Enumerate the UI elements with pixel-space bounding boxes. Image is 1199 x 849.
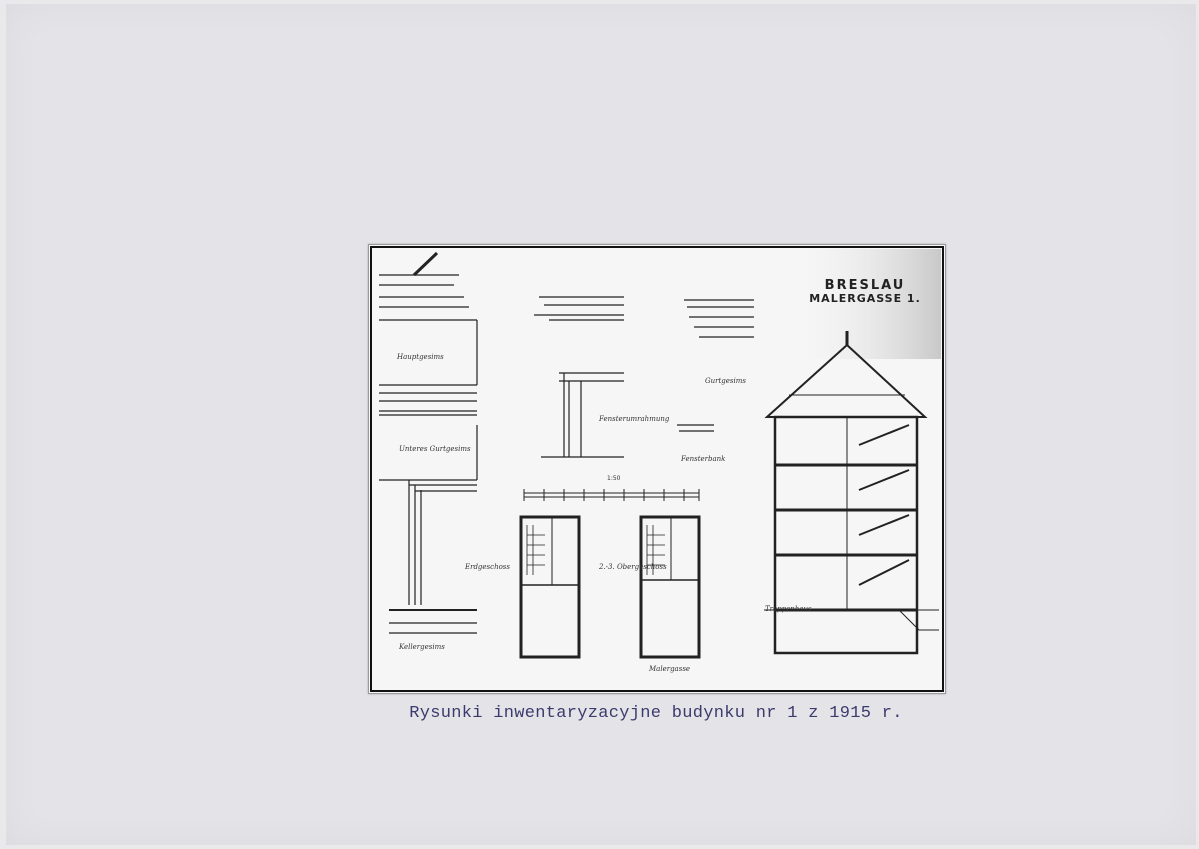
photo-caption: Rysunki inwentaryzacyjne budynku nr 1 z … (409, 704, 903, 723)
building-section (764, 331, 939, 655)
label-upper-floor: 2.-3. Obergeschoss (599, 563, 667, 571)
drawing-linework (370, 246, 944, 692)
cornice-details (379, 251, 478, 634)
label-ground-floor: Erdgeschoss (465, 563, 510, 571)
photo-mount-board: BRESLAU MALERGASSE 1. 1:50 Hauptgesims U… (6, 4, 1196, 845)
label-gurt: Gurtgesims (705, 377, 746, 385)
profile-details (534, 296, 754, 458)
sheet-title: BRESLAU MALERGASSE 1. (795, 279, 935, 304)
label-lower-cornice: Unteres Gurtgesims (399, 445, 471, 453)
label-main-cornice: Hauptgesims (397, 353, 444, 361)
floor-plans (519, 515, 701, 659)
scale-bar (523, 489, 700, 501)
architectural-drawing-print: BRESLAU MALERGASSE 1. 1:50 Hauptgesims U… (368, 244, 946, 694)
label-window-detail: Fensterumrahmung (599, 415, 670, 423)
sheet-title-city: BRESLAU (824, 278, 906, 293)
scale-label: 1:50 (607, 475, 621, 482)
label-stair: Treppenhaus (765, 605, 812, 613)
label-street: Malergasse (649, 665, 691, 673)
label-basement-cornice: Kellergesims (399, 643, 445, 651)
sheet-title-street: MALERGASSE 1. (809, 291, 921, 305)
label-window-frame: Fensterbank (681, 455, 726, 463)
